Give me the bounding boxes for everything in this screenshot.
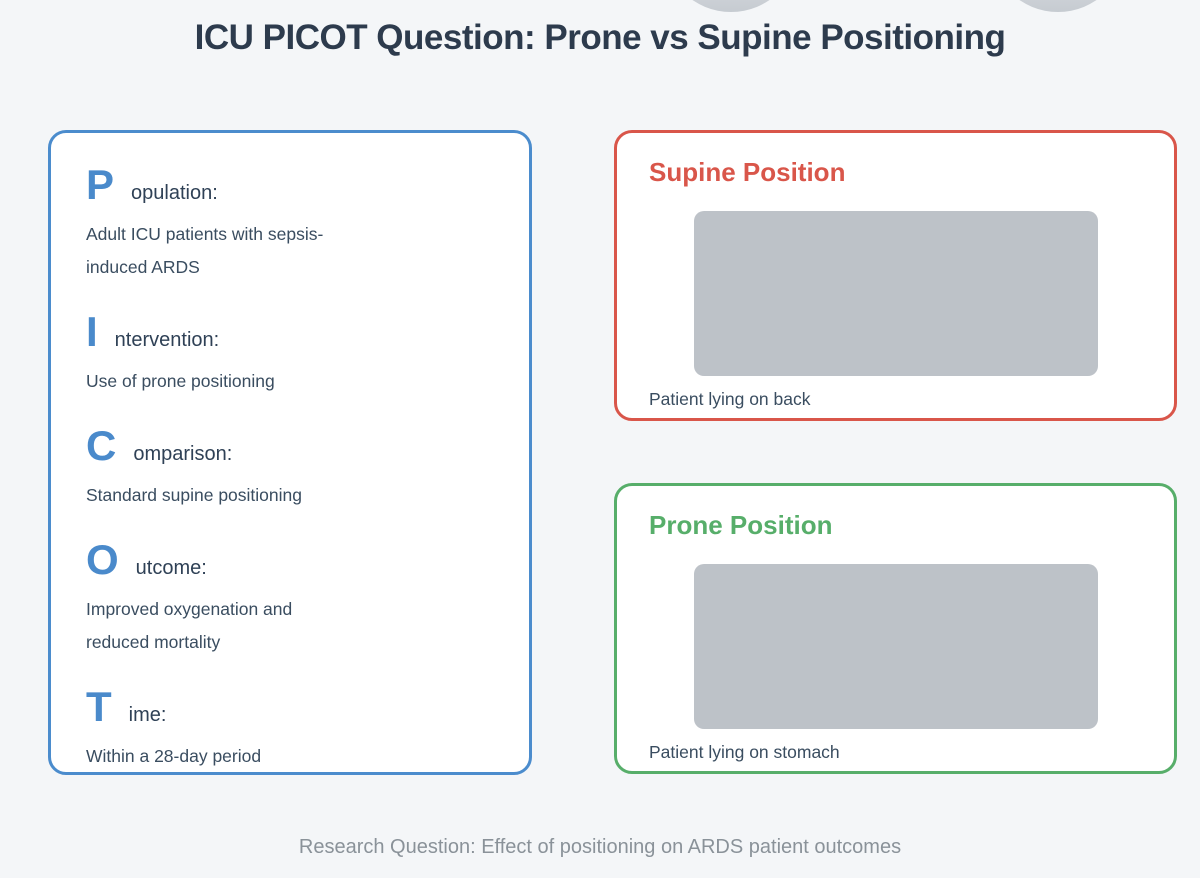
- prone-position-panel: Prone Position Patient lying on stomach: [614, 483, 1177, 774]
- decorative-circle-right: [990, 0, 1126, 12]
- picot-heading-comparison: C omparison:: [86, 424, 509, 476]
- picot-card: P opulation: Adult ICU patients with sep…: [48, 130, 532, 775]
- decorative-circle-left: [663, 0, 799, 12]
- picot-heading-outcome: O utcome:: [86, 538, 509, 590]
- picot-letter-i: I: [86, 308, 98, 355]
- picot-description-outcome: Improved oxygenation and reduced mortali…: [86, 599, 293, 652]
- supine-caption: Patient lying on back: [649, 389, 811, 409]
- picot-label-time: ime:: [128, 704, 167, 726]
- picot-heading-time: T ime:: [86, 685, 509, 737]
- picot-section-outcome: O utcome: Improved oxygenation and reduc…: [86, 538, 509, 659]
- research-question-footer: Research Question: Effect of positioning…: [298, 836, 902, 858]
- picot-label-outcome: utcome:: [135, 557, 207, 579]
- picot-label-comparison: omparison:: [133, 443, 233, 465]
- prone-panel-title: Prone Position: [649, 510, 833, 540]
- picot-heading-population: P opulation:: [86, 163, 509, 215]
- prone-image-placeholder: [693, 564, 1098, 729]
- prone-caption: Patient lying on stomach: [649, 742, 840, 762]
- picot-letter-c: C: [86, 422, 117, 469]
- picot-letter-o: O: [86, 536, 119, 583]
- picot-label-intervention: ntervention:: [114, 329, 220, 351]
- picot-section-time: T ime: Within a 28-day period: [86, 685, 509, 773]
- picot-label-population: opulation:: [131, 182, 218, 204]
- picot-description-population: Adult ICU patients with sepsis-induced A…: [86, 224, 324, 277]
- supine-panel-title: Supine Position: [649, 157, 846, 187]
- picot-description-comparison: Standard supine positioning: [86, 485, 302, 505]
- picot-heading-intervention: I ntervention:: [86, 310, 509, 362]
- picot-section-comparison: C omparison: Standard supine positioning: [86, 424, 509, 512]
- page-title: ICU PICOT Question: Prone vs Supine Posi…: [194, 18, 1006, 57]
- picot-section-intervention: I ntervention: Use of prone positioning: [86, 310, 509, 398]
- picot-description-intervention: Use of prone positioning: [86, 371, 275, 391]
- picot-description-time: Within a 28-day period: [86, 746, 262, 766]
- picot-letter-p: P: [86, 161, 115, 208]
- supine-position-panel: Supine Position Patient lying on back: [614, 130, 1177, 421]
- supine-image-placeholder: [693, 211, 1098, 376]
- picot-letter-t: T: [86, 683, 112, 730]
- picot-section-population: P opulation: Adult ICU patients with sep…: [86, 163, 509, 284]
